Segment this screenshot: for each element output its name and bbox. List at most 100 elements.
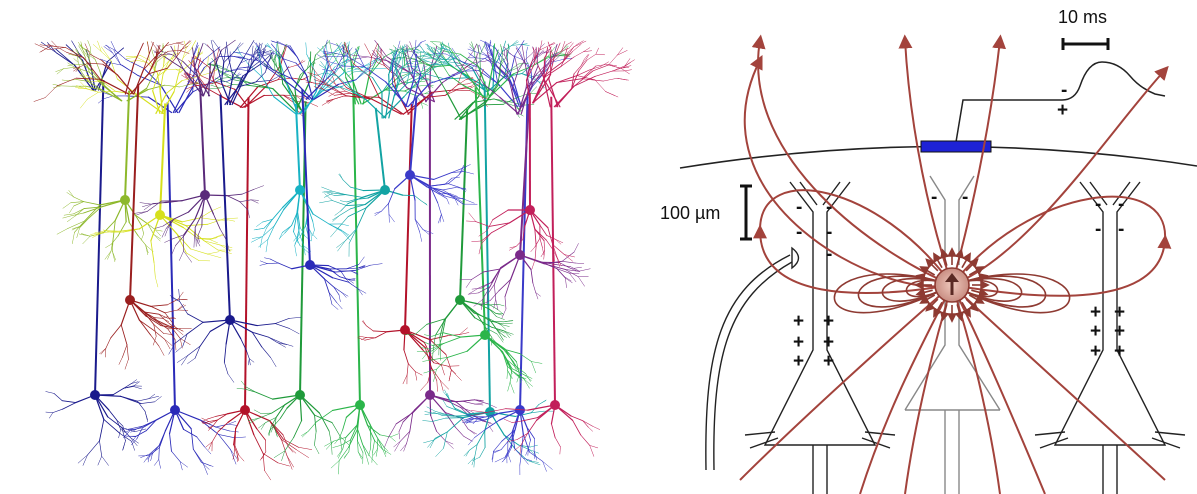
minus-charge-sign: - [1095, 219, 1101, 240]
dendrite-segment [145, 411, 148, 422]
dendrite-segment [335, 49, 341, 60]
dendrite-segment [182, 218, 200, 222]
dendrite-segment [340, 201, 347, 202]
dendrite-segment [270, 259, 278, 263]
dendrite-segment [430, 184, 445, 186]
dendrite-segment [237, 388, 245, 389]
dendrite-segment [544, 241, 545, 251]
dendrite-segment [74, 197, 84, 202]
dendrite-segment [271, 426, 274, 432]
neuron-tree [34, 41, 192, 370]
dendrite-segment [381, 203, 388, 211]
minus-charge-sign: - [1095, 194, 1101, 215]
plus-charge-sign: + [823, 311, 834, 332]
dendrite-segment [372, 452, 373, 462]
dendrite-segment [222, 40, 236, 50]
dendrite-segment [311, 232, 312, 240]
dendrite-segment [443, 188, 456, 190]
dendrite-segment [176, 43, 183, 44]
dendrite-segment [506, 51, 507, 56]
dendrite-segment [78, 455, 87, 463]
dendrite-segment [578, 277, 584, 287]
dendrite-segment [418, 85, 427, 86]
dendrite-segment [358, 452, 361, 459]
dendrite-segment [466, 221, 475, 222]
dendrite-segment [294, 421, 302, 438]
dendrite-segment [425, 343, 432, 346]
dendrite-segment [346, 195, 362, 198]
dendrite-segment [130, 428, 142, 430]
dendrite-segment [353, 55, 368, 57]
neuron-soma [125, 295, 135, 305]
dendrite-segment [496, 313, 502, 315]
dendrite-segment [421, 201, 427, 204]
dendrite-segment [282, 225, 291, 232]
dendrite-segment [508, 68, 518, 72]
dendrite-segment [106, 338, 111, 348]
dendrite-segment [455, 427, 463, 436]
neuron-soma [295, 390, 305, 400]
dendrite-segment [350, 187, 363, 190]
dendrite-segment [505, 297, 506, 309]
dendrite-segment [373, 78, 382, 93]
dendrite-segment [288, 446, 296, 453]
dendrite-segment [98, 456, 102, 465]
dendrite-segment [340, 277, 348, 279]
dendrite-segment [99, 441, 101, 456]
dendrite-segment [174, 74, 179, 92]
dendrite-segment [230, 449, 237, 459]
plus-charge-sign: + [1090, 302, 1101, 323]
dendrite-segment [226, 42, 228, 55]
dendrite-segment [193, 449, 203, 463]
dendrite-segment [390, 437, 395, 442]
dendrite-segment [224, 47, 226, 62]
dendrite-segment [64, 67, 75, 68]
dendrite-segment [423, 440, 433, 443]
neuron-soma [455, 295, 465, 305]
dendrite-segment [569, 43, 573, 48]
neuron-soma [355, 400, 365, 410]
dendrite-segment [441, 214, 444, 221]
dendrite-segment [207, 252, 219, 254]
dendrite-segment [475, 404, 483, 405]
plus-charge-sign: + [1114, 321, 1125, 342]
dendrite-segment [113, 220, 115, 238]
dendrite-segment [224, 344, 226, 362]
plus-charge-sign: + [793, 351, 804, 372]
dendrite-segment [346, 425, 357, 438]
neuron-soma [305, 260, 315, 270]
dendrite-segment [444, 432, 448, 448]
dendrite-segment [354, 71, 363, 72]
dendrite-segment [285, 225, 292, 233]
dendrite-segment [260, 237, 262, 248]
dendrite-segment [46, 392, 54, 394]
dendrite-segment [289, 328, 299, 333]
dendrite-segment [261, 423, 265, 430]
dendrite-segment [248, 210, 250, 218]
dendrite-segment [83, 236, 90, 244]
dipole-field-panel: - + 10 ms 100 µm -----------++++++++++++ [660, 7, 1197, 494]
dendrite-segment [438, 214, 441, 223]
neuron-soma [170, 405, 180, 415]
dendrite-segment [464, 436, 473, 441]
dendrite-segment [434, 432, 448, 440]
dendrite-segment [168, 55, 178, 68]
neuron-soma [480, 330, 490, 340]
neuron-soma [200, 190, 210, 200]
dendrite-segment [258, 423, 265, 428]
dendrite-segment [573, 420, 581, 435]
dendrite-segment [554, 44, 557, 54]
dendrite-segment [415, 219, 423, 229]
dendrite-segment [508, 382, 510, 391]
dendrite-segment [338, 216, 348, 228]
dendrite-segment [314, 445, 319, 454]
dendrite-segment [479, 231, 487, 236]
dendrite-segment [507, 370, 508, 378]
dendrite-segment [167, 69, 176, 70]
dendrite-segment [254, 48, 256, 54]
apical-dendrite [168, 103, 175, 410]
dendrite-segment [596, 54, 605, 55]
dendrite-segment [375, 211, 382, 215]
dendrite-segment [420, 40, 425, 42]
